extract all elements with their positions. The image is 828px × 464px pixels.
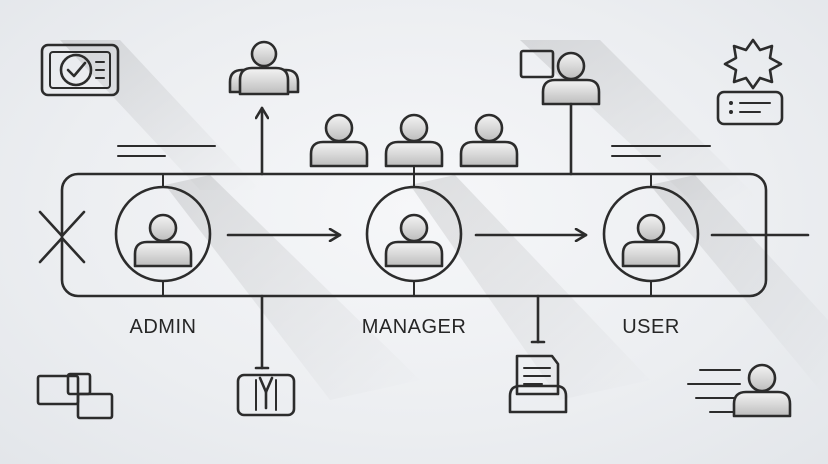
user-person-icon	[621, 213, 681, 268]
admin-person-icon	[133, 213, 193, 268]
document-stack-icon	[508, 354, 568, 414]
toolkit-icon	[236, 373, 296, 417]
role-label-admin: ADMIN	[129, 316, 197, 338]
role-label-manager: MANAGER	[361, 316, 467, 338]
server-panel-icon	[716, 90, 784, 126]
manager-person-icon	[384, 213, 444, 268]
decorative-shadows	[60, 40, 828, 400]
manager-node	[365, 173, 463, 297]
windows-icon	[36, 372, 114, 420]
role-label-user: USER	[622, 316, 680, 338]
settings-gear-icon	[723, 38, 783, 90]
verified-badge-icon	[40, 43, 120, 97]
user-node	[602, 173, 700, 297]
x-arrow-icon	[38, 210, 86, 264]
user-group-icon	[309, 113, 519, 168]
dash-lines-right	[611, 145, 711, 157]
admin-node	[114, 173, 212, 297]
user-fast-icon	[687, 363, 792, 418]
team-group-icon	[228, 40, 300, 96]
user-document-icon	[519, 49, 601, 106]
dash-lines-left	[117, 145, 216, 157]
